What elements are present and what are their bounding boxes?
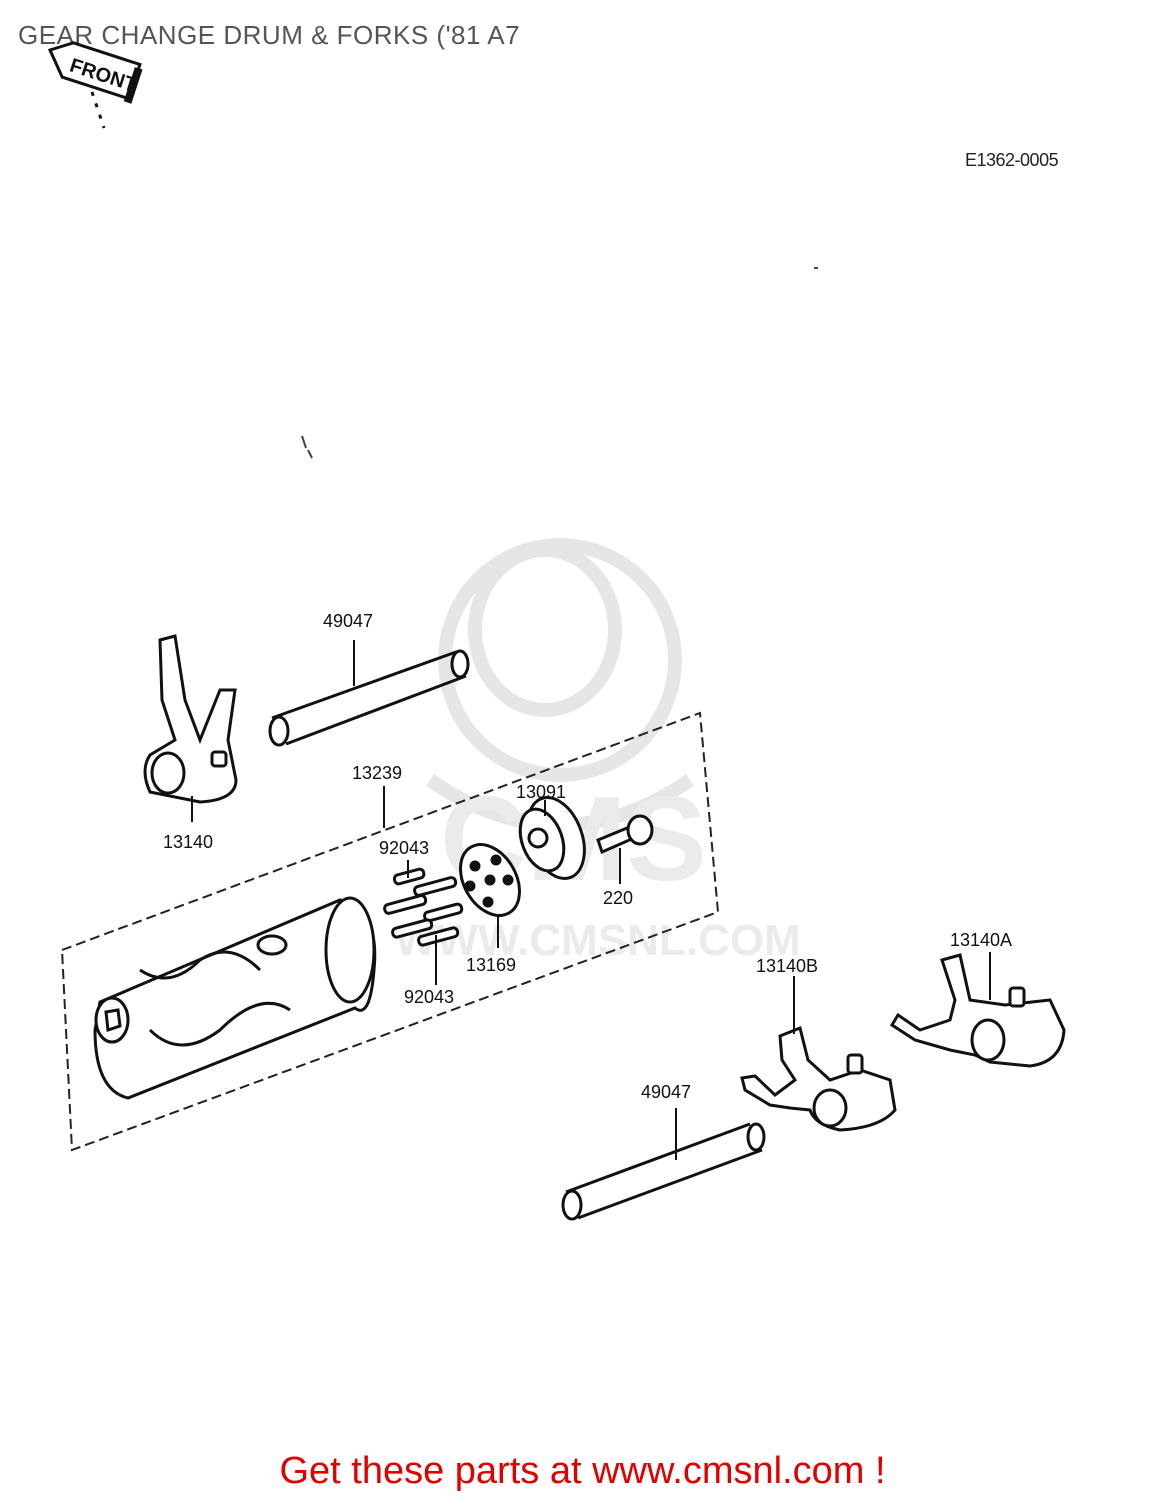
label-plate: 13169 <box>466 955 517 975</box>
shift-drum <box>93 896 377 1100</box>
front-arrow-icon: FRONT <box>47 41 143 104</box>
bolt <box>596 814 654 855</box>
label-shaft-top: 49047 <box>323 611 374 631</box>
parts-diagram: CMS WWW.CMSNL.COM FRONT <box>47 41 1066 1221</box>
shift-fork-left <box>143 634 238 804</box>
label-holder: 13091 <box>516 782 567 802</box>
shift-fork-a <box>889 953 1066 1068</box>
diagram-reference-code: E1362-0005 <box>965 150 1059 170</box>
label-pin-bottom: 92043 <box>404 987 455 1007</box>
label-bolt: 220 <box>603 888 634 908</box>
label-fork-a: 13140A <box>950 930 1013 950</box>
stray-marks <box>301 267 818 459</box>
label-pin-top: 92043 <box>379 838 430 858</box>
shift-rod-top <box>268 649 470 747</box>
pin-plate <box>459 843 521 917</box>
label-drum: 13239 <box>352 763 403 783</box>
label-shaft-bottom: 49047 <box>641 1082 692 1102</box>
page-title: GEAR CHANGE DRUM & FORKS ('81 A7 <box>18 20 521 50</box>
shift-rod-bottom <box>561 1122 766 1221</box>
shop-link[interactable]: Get these parts at www.cmsnl.com ! <box>279 1450 886 1492</box>
shift-fork-b <box>740 1025 897 1132</box>
watermark-url: WWW.CMSNL.COM <box>395 916 801 965</box>
label-fork-b: 13140B <box>756 956 819 976</box>
drum-assembly-box <box>60 711 720 1152</box>
drum-pins <box>383 867 464 947</box>
label-fork-left: 13140 <box>163 832 214 852</box>
pin-holder <box>518 796 586 880</box>
dashed-front-line <box>90 91 106 129</box>
